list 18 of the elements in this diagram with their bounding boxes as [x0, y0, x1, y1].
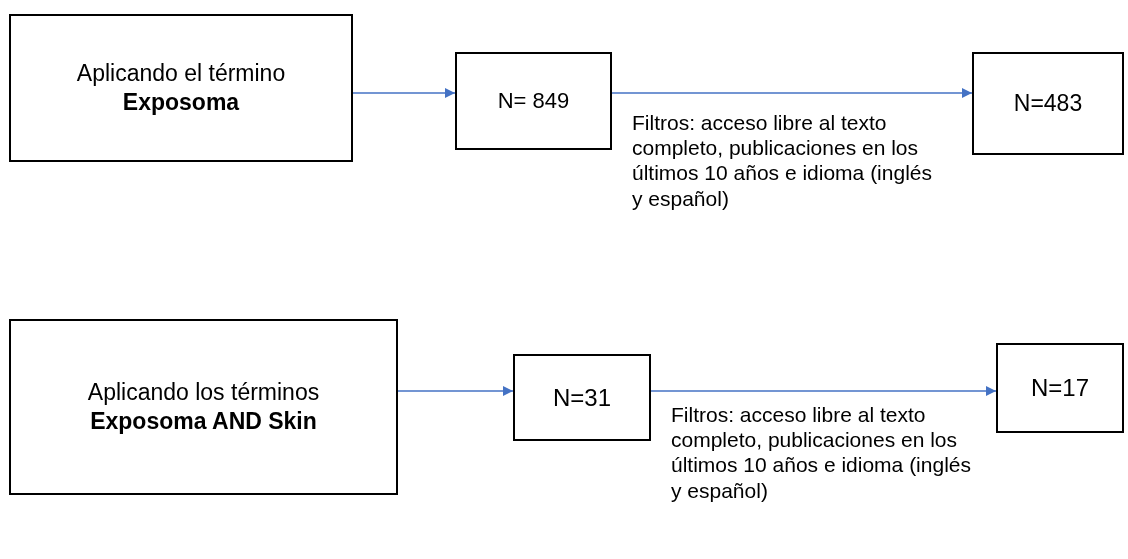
box-text: N=17 — [1030, 373, 1089, 403]
search-terms: Exposoma AND Skin — [90, 407, 317, 436]
arrow — [397, 386, 514, 396]
box-text: Aplicando los términos — [87, 378, 320, 407]
process-box — [9, 319, 398, 495]
process-box — [972, 52, 1124, 155]
box-text: N=483 — [1013, 89, 1083, 118]
process-box — [513, 354, 651, 441]
box-text: N= 849 — [497, 87, 570, 115]
arrow — [352, 88, 456, 98]
arrow — [611, 88, 973, 98]
search-terms: Exposoma — [122, 88, 240, 117]
arrow — [650, 386, 997, 396]
process-box — [996, 343, 1124, 433]
box-text: N=31 — [552, 382, 611, 413]
box-text: Aplicando el término — [76, 59, 286, 88]
process-box — [455, 52, 612, 150]
process-box — [9, 14, 353, 162]
